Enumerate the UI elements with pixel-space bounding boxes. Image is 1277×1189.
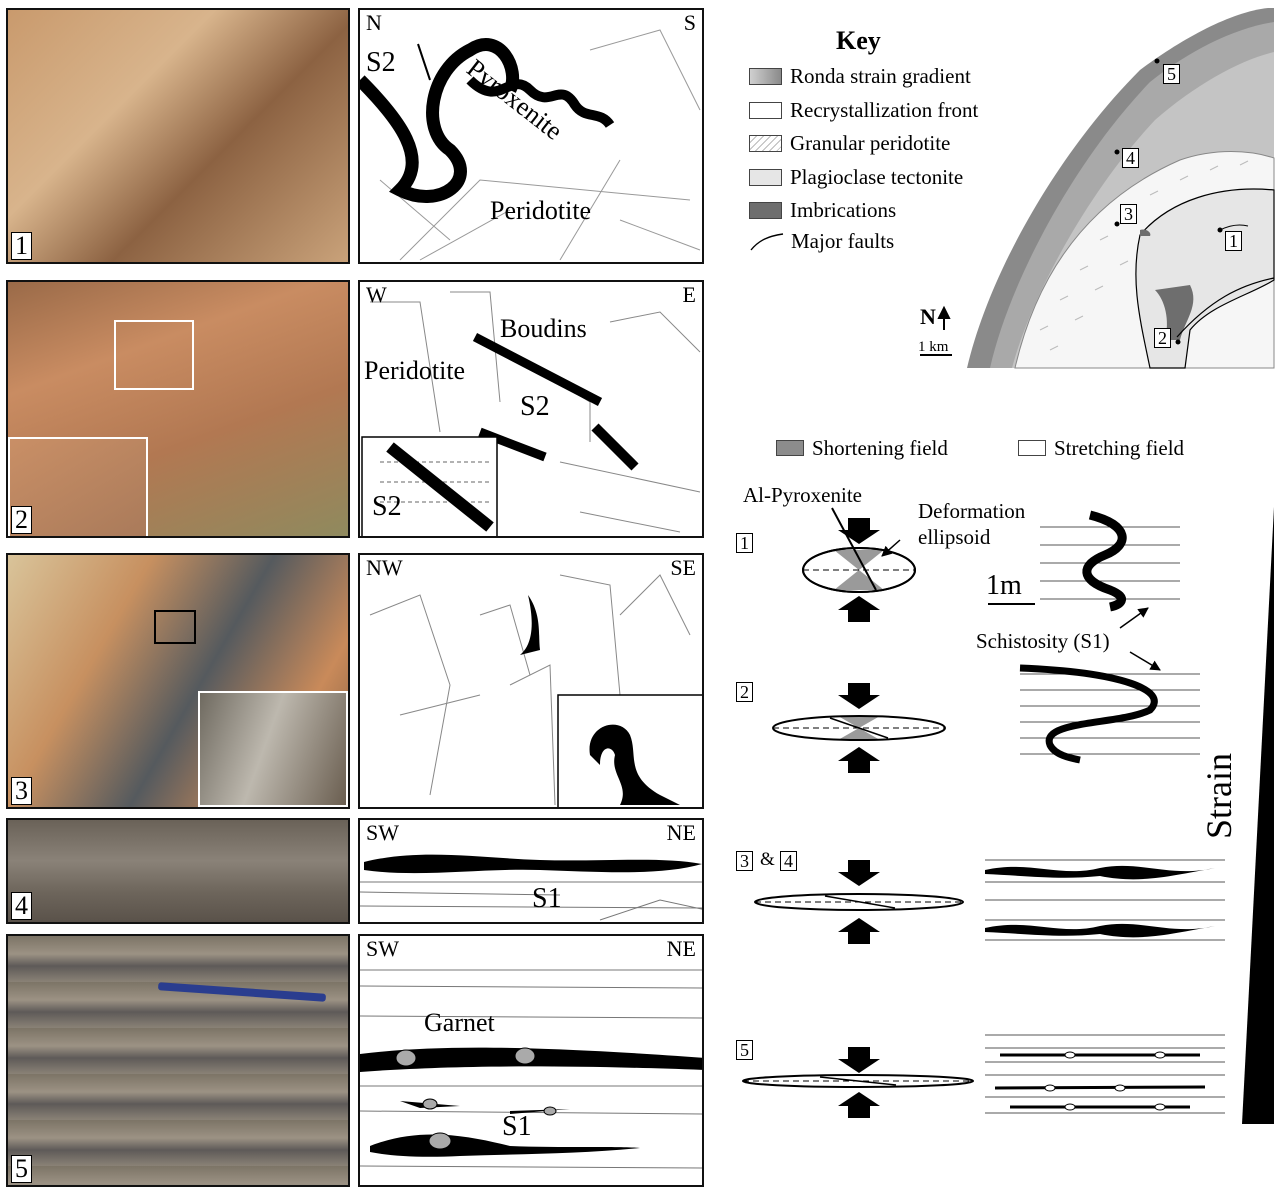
dir-right-2: E — [683, 284, 696, 306]
photo-panel-5: 5 — [6, 934, 350, 1187]
dir-right-5: NE — [667, 938, 696, 960]
label-peridotite-1: Peridotite — [490, 198, 591, 224]
label-s2-1: S2 — [366, 50, 396, 76]
swatch-granular — [749, 135, 782, 152]
stage-ampersand: & — [760, 849, 775, 871]
key-label: Imbrications — [790, 198, 896, 223]
label-strain: Strain — [1201, 753, 1237, 839]
swatch-recrystallization — [749, 102, 782, 119]
dir-left-4: SW — [366, 822, 399, 844]
key-label: Granular peridotite — [790, 131, 950, 156]
stage-box-3: 3 — [736, 851, 753, 871]
zoom-box-3 — [154, 610, 196, 644]
legend-shortening: Shortening field — [776, 436, 948, 460]
photo-inset-3 — [198, 691, 348, 807]
legend-stretching: Stretching field — [1018, 436, 1184, 460]
sketch-3-drawing — [360, 555, 704, 809]
map-site-1: 1 — [1225, 231, 1242, 251]
stage-box-1: 1 — [736, 533, 753, 553]
dir-right-4: NE — [667, 822, 696, 844]
sketch-panel-5: SW NE Garnet S1 — [358, 934, 704, 1187]
label-boudins: Boudins — [500, 316, 587, 342]
label-s2-2: S2 — [520, 394, 550, 420]
key-item-recrystallization: Recrystallization front — [749, 98, 978, 122]
panel-number-3: 3 — [11, 777, 32, 805]
dir-left-3: NW — [366, 557, 403, 579]
key-item-faults: Major faults — [749, 229, 894, 253]
zoom-box-2 — [114, 320, 194, 390]
swatch-plagioclase — [749, 169, 782, 186]
key-label: Recrystallization front — [790, 98, 978, 123]
dir-left-1: N — [366, 12, 382, 34]
label-garnet: Garnet — [424, 1010, 495, 1036]
label-s1-5: S1 — [502, 1114, 532, 1140]
label-al-pyroxenite: Al-Pyroxenite — [743, 484, 862, 506]
panel-number-2: 2 — [11, 506, 32, 534]
photo-panel-3: 3 — [6, 553, 350, 809]
sketch-panel-4: SW NE S1 — [358, 818, 704, 924]
stage-box-4: 4 — [780, 851, 797, 871]
key-label: Major faults — [791, 229, 894, 254]
key-item-plagioclase: Plagioclase tectonite — [749, 165, 963, 189]
stage-box-5: 5 — [736, 1040, 753, 1060]
label-s2-inset: S2 — [372, 494, 402, 520]
label-ellipsoid: ellipsoid — [918, 526, 990, 548]
map-site-5: 5 — [1163, 64, 1180, 84]
label-schistosity: Schistosity (S1) — [976, 630, 1110, 652]
north-label: N — [920, 306, 936, 328]
legend-shortening-label: Shortening field — [812, 436, 948, 461]
label-deformation: Deformation — [918, 500, 1025, 522]
key-item-imbrications: Imbrications — [749, 198, 896, 222]
map-site-3: 3 — [1120, 204, 1137, 224]
key-label: Ronda strain gradient — [790, 64, 971, 89]
map-site-2: 2 — [1154, 328, 1171, 348]
map-site-4: 4 — [1122, 148, 1139, 168]
legend-stretching-label: Stretching field — [1054, 436, 1184, 461]
panel-number-5: 5 — [11, 1155, 32, 1183]
sketch-1-drawing — [360, 10, 704, 264]
key-item-granular: Granular peridotite — [749, 131, 950, 155]
sketch-panel-3: NW SE — [358, 553, 704, 809]
pen-object — [158, 982, 326, 1002]
key-item-strain-gradient: Ronda strain gradient — [749, 64, 971, 88]
dir-left-5: SW — [366, 938, 399, 960]
dir-right-1: S — [684, 12, 696, 34]
swatch-strain-gradient — [749, 68, 782, 85]
dir-right-3: SE — [670, 557, 696, 579]
photo-panel-4: 4 — [6, 818, 350, 924]
photo-panel-1: 1 — [6, 8, 350, 264]
sketch-panel-1: N S S2 Pyroxenite Peridotite — [358, 8, 704, 264]
label-scale-1m: 1m — [986, 571, 1022, 601]
fault-line-icon — [749, 230, 785, 252]
scale-label: 1 km — [918, 336, 948, 358]
swatch-stretching — [1018, 440, 1046, 456]
panel-number-1: 1 — [11, 232, 32, 260]
dir-left-2: W — [366, 284, 387, 306]
stage-box-2: 2 — [736, 682, 753, 702]
sketch-panel-2: W E Boudins Peridotite S2 S2 — [358, 280, 704, 538]
key-label: Plagioclase tectonite — [790, 165, 963, 190]
key-title: Key — [836, 26, 881, 56]
swatch-imbrications — [749, 202, 782, 219]
swatch-shortening — [776, 440, 804, 456]
label-s1-4: S1 — [532, 886, 562, 912]
photo-panel-2: 2 — [6, 280, 350, 538]
panel-number-4: 4 — [11, 892, 32, 920]
label-peridotite-2: Peridotite — [364, 358, 465, 384]
sketch-5-drawing — [360, 936, 704, 1187]
